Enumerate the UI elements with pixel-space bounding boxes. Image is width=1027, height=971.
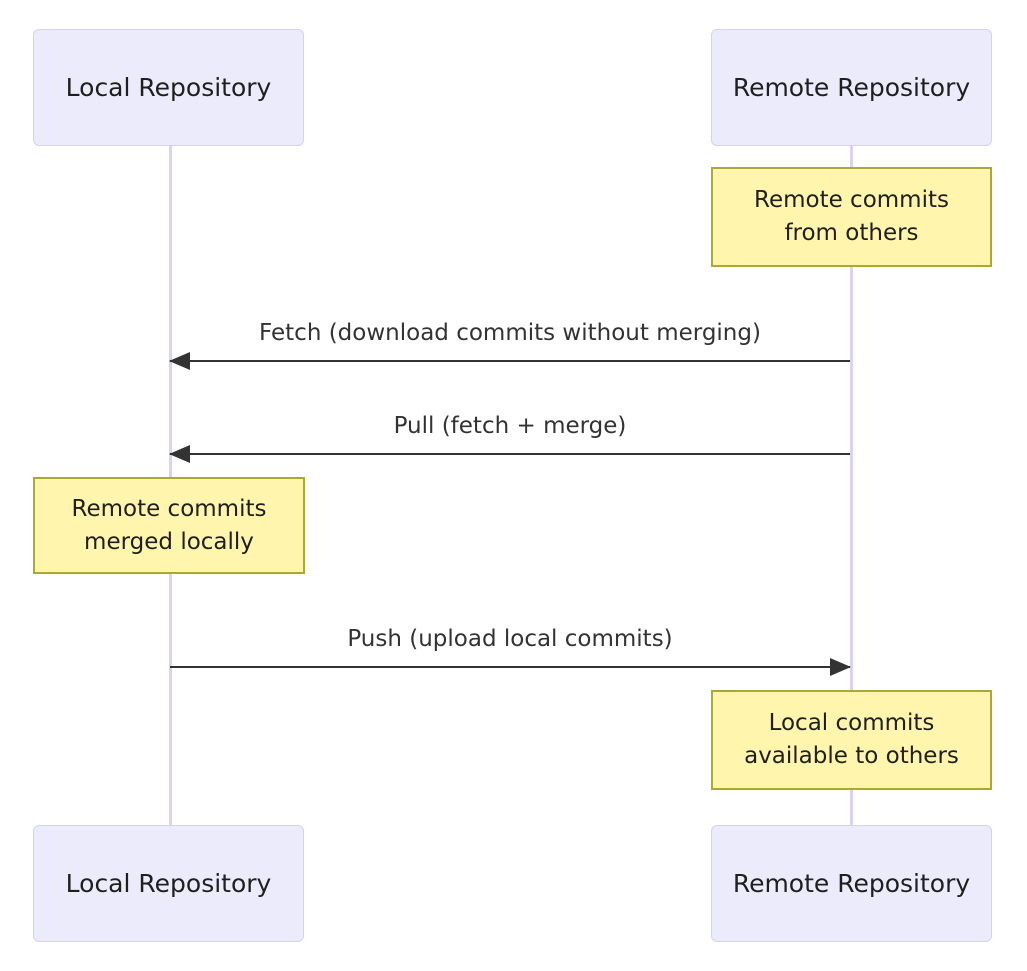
participant-local-bottom[interactable]: Local Repository (33, 825, 304, 942)
message-fetch-line (170, 360, 850, 362)
message-push-line (170, 666, 850, 668)
note-local-commits-available-to-others-label: Local commits available to others (744, 710, 959, 769)
arrowhead-left-icon (169, 352, 190, 370)
note-local-commits-available-to-others: Local commits available to others (711, 690, 992, 790)
note-remote-commits-merged-locally-label: Remote commits merged locally (71, 495, 267, 555)
participant-local-bottom-label: Local Repository (65, 868, 272, 898)
participant-local-top[interactable]: Local Repository (33, 29, 304, 146)
participant-remote-top[interactable]: Remote Repository (711, 29, 992, 146)
message-pull-label: Pull (fetch + merge) (393, 413, 627, 439)
participant-remote-bottom[interactable]: Remote Repository (711, 825, 992, 942)
note-remote-commits-from-others-label: Remote commits from others (754, 187, 949, 246)
participant-local-top-label: Local Repository (65, 72, 272, 102)
arrowhead-right-icon (830, 658, 851, 676)
participant-remote-bottom-label: Remote Repository (732, 868, 971, 898)
message-fetch-label: Fetch (download commits without merging) (259, 320, 761, 346)
message-pull-line (170, 453, 850, 455)
lifeline-remote (850, 146, 853, 825)
participant-remote-top-label: Remote Repository (732, 72, 971, 102)
note-remote-commits-from-others: Remote commits from others (711, 167, 992, 267)
arrowhead-left-icon (169, 445, 190, 463)
message-push-label: Push (upload local commits) (347, 626, 673, 652)
note-remote-commits-merged-locally: Remote commits merged locally (33, 477, 305, 574)
